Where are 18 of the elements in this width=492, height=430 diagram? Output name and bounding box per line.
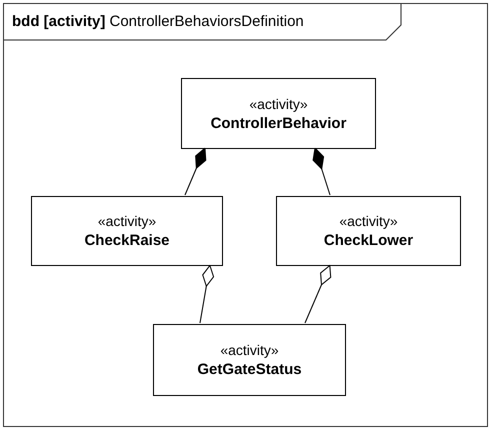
stereotype-label: «activity»: [98, 213, 156, 229]
diagram-frame: [3, 3, 488, 427]
block-name: CheckLower: [324, 232, 414, 249]
composition-line: [312, 148, 330, 196]
aggregation-line: [304, 264, 332, 324]
block-name: GetGateStatus: [197, 361, 302, 378]
stereotype-label: «activity»: [339, 213, 398, 229]
stereotype-label: «activity»: [249, 96, 308, 112]
block-box: [276, 196, 461, 266]
block-box: [153, 324, 346, 396]
block-box: [181, 78, 376, 149]
composition-line: [184, 148, 206, 196]
block-name: CheckRaise: [84, 232, 170, 249]
stereotype-label: «activity»: [220, 342, 279, 358]
block-box: [31, 196, 223, 266]
aggregation-line: [200, 264, 214, 324]
frame-heading: bdd [activity] ControllerBehaviorsDefinition: [12, 13, 304, 30]
block-name: ControllerBehavior: [210, 114, 346, 132]
